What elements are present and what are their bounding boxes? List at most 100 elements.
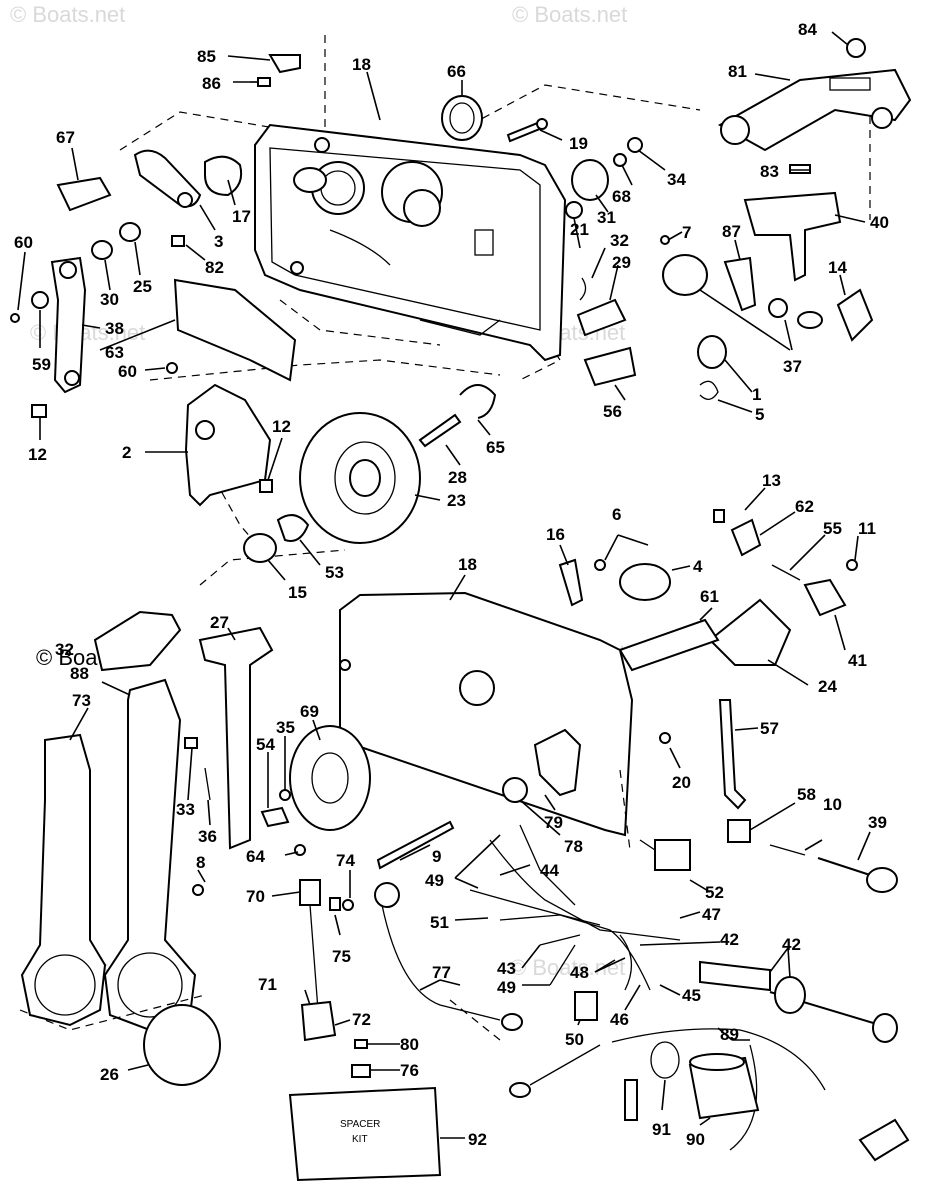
callout-3: 3	[214, 232, 223, 251]
bracket-part-57	[718, 699, 747, 810]
ring-part-66	[441, 95, 483, 141]
nut-part-68	[613, 153, 627, 167]
nut-part-34	[627, 137, 643, 153]
screw-part-8	[192, 884, 204, 896]
callout-56: 56	[603, 402, 622, 421]
callout-17: 17	[232, 207, 251, 226]
callout-27: 27	[210, 613, 229, 632]
callout-19: 19	[569, 134, 588, 153]
callout-86: 86	[202, 74, 221, 93]
callout-68: 68	[612, 187, 631, 206]
callout-78: 78	[564, 837, 583, 856]
callout-67: 67	[56, 128, 75, 147]
plate-part-40	[743, 191, 842, 282]
callout-38: 38	[105, 319, 124, 338]
watermark-bottom-right: © Boats.net	[510, 955, 625, 980]
callout-87: 87	[722, 222, 741, 241]
arm-part-38	[50, 256, 87, 394]
callout-89: 89	[720, 1025, 739, 1044]
bracket-part-16	[558, 558, 584, 607]
callout-12b: 12	[272, 417, 291, 436]
callout-7: 7	[682, 223, 691, 242]
bolt-part-28	[418, 413, 462, 448]
callout-43: 43	[497, 959, 516, 978]
callout-48: 48	[570, 963, 589, 982]
nut-part-84	[846, 38, 866, 58]
callout-49b: 49	[497, 978, 516, 997]
callout-44: 44	[540, 861, 559, 880]
callout-32: 32	[610, 231, 629, 250]
switch-part-70	[299, 879, 321, 906]
link-part-3	[133, 149, 202, 208]
callout-41: 41	[848, 651, 867, 670]
watermark-top-right: © Boats.net	[512, 2, 627, 27]
callout-15: 15	[288, 583, 307, 602]
cover-part-18b	[339, 591, 634, 837]
watermark-mid-left: © Boats.net	[30, 320, 145, 345]
lever-arm-part-81	[717, 68, 912, 152]
plug-part-50	[574, 991, 598, 1021]
callout-5: 5	[755, 405, 764, 424]
callout-47: 47	[702, 905, 721, 924]
callout-79: 79	[544, 813, 563, 832]
switch-part-41	[803, 578, 847, 617]
wiring-harness	[469, 824, 691, 991]
callout-11: 11	[858, 519, 876, 538]
callout-45: 45	[682, 986, 701, 1005]
callout-16: 16	[546, 525, 565, 544]
screw-part-80	[354, 1039, 368, 1049]
screw-part-7	[660, 235, 670, 245]
bracket-part-2	[184, 383, 272, 507]
wire-part-71	[309, 904, 319, 1011]
ring-part-65	[459, 384, 497, 419]
callout-63: 63	[105, 343, 124, 362]
callout-69: 69	[300, 702, 319, 721]
label-part-61	[618, 618, 720, 672]
callout-23: 23	[447, 491, 466, 510]
screw-part-11	[846, 559, 858, 571]
clip-part-17	[204, 155, 243, 197]
bracket-part-56	[583, 346, 637, 387]
screw-part-20	[659, 732, 671, 744]
callout-80: 80	[400, 1035, 419, 1054]
callout-75: 75	[332, 947, 351, 966]
housing-upper-part-18	[254, 123, 567, 362]
connector-part-72	[300, 1000, 337, 1042]
callout-70: 70	[246, 887, 265, 906]
handle-part-73	[20, 733, 107, 1027]
callout-50: 50	[565, 1030, 584, 1049]
callout-39: 39	[868, 813, 887, 832]
screw-part-83	[789, 164, 811, 174]
bracket-part-85	[268, 54, 301, 74]
callout-21: 21	[570, 220, 589, 239]
watermark-top-left: © Boats.net	[10, 2, 125, 27]
screw-part-33	[184, 737, 198, 749]
callout-61: 61	[700, 587, 719, 606]
callout-73: 73	[72, 691, 91, 710]
block-part-58	[727, 819, 751, 843]
callout-35: 35	[276, 718, 295, 737]
callout-51: 51	[430, 913, 449, 932]
handle-part-88	[103, 678, 197, 1032]
callout-10: 10	[823, 795, 842, 814]
callout-90: 90	[686, 1130, 705, 1149]
callout-29: 29	[612, 253, 631, 272]
clip-part-75	[329, 897, 341, 911]
callout-85: 85	[197, 47, 216, 66]
cap-part-14	[836, 288, 874, 342]
callout-42: 42	[720, 930, 739, 949]
nut-part-30	[91, 240, 113, 260]
callout-91: 91	[652, 1120, 671, 1139]
spring-part-36	[204, 767, 211, 801]
callout-77: 77	[432, 963, 451, 982]
callout-57: 57	[760, 719, 779, 738]
callout-52: 52	[705, 883, 724, 902]
callout-18b: 18	[458, 555, 477, 574]
callout-60b: 60	[118, 362, 137, 381]
callout-72: 72	[352, 1010, 371, 1029]
screw-part-12	[31, 404, 47, 418]
callout-74: 74	[336, 851, 355, 870]
plunger-part-62	[730, 518, 762, 557]
callout-13: 13	[762, 471, 781, 490]
callout-42b: 42	[782, 935, 801, 954]
